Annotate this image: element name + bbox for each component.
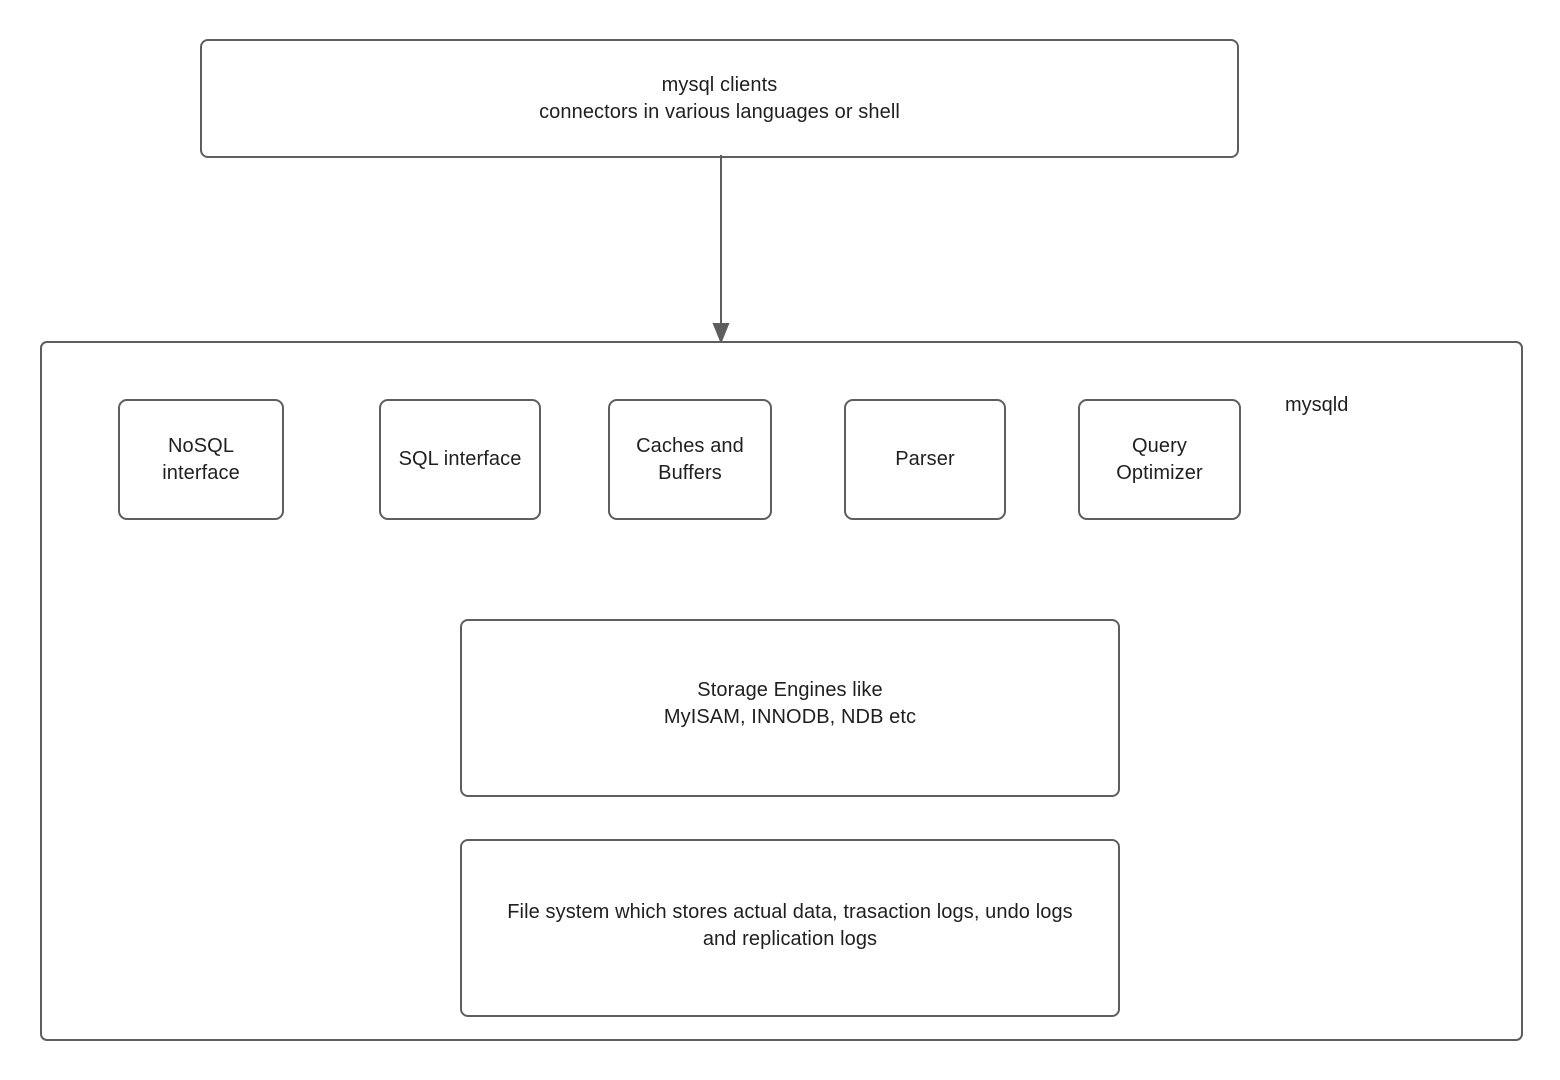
node-mysql-clients[interactable]: mysql clients connectors in various lang… (200, 39, 1239, 158)
node-query-optimizer-label: Query Optimizer (1116, 434, 1203, 484)
node-caches-and-buffers-label: Caches and Buffers (636, 434, 744, 484)
node-nosql-interface[interactable]: NoSQL interface (118, 399, 284, 520)
node-sql-interface[interactable]: SQL interface (379, 399, 541, 520)
mysqld-caption-label: mysqld (1285, 394, 1349, 416)
node-file-system-label: File system which stores actual data, tr… (507, 901, 1073, 950)
node-storage-engines[interactable]: Storage Engines like MyISAM, INNODB, NDB… (460, 619, 1120, 797)
node-storage-engines-label: Storage Engines like MyISAM, INNODB, NDB… (663, 679, 917, 728)
arrow-down-icon (712, 155, 730, 344)
node-parser[interactable]: Parser (844, 399, 1006, 520)
node-parser-label: Parser (895, 448, 955, 470)
node-mysql-clients-label: mysql clients connectors in various lang… (539, 73, 900, 123)
node-nosql-interface-label: NoSQL interface (162, 434, 240, 484)
node-query-optimizer[interactable]: Query Optimizer (1078, 399, 1241, 520)
node-sql-interface-label: SQL interface (398, 448, 522, 470)
node-file-system[interactable]: File system which stores actual data, tr… (460, 839, 1120, 1017)
node-caches-and-buffers[interactable]: Caches and Buffers (608, 399, 772, 520)
